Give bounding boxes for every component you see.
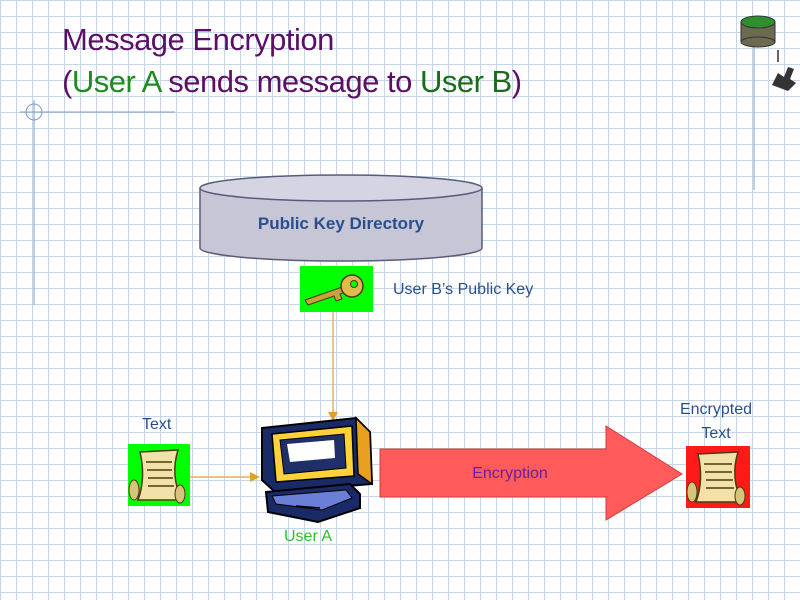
subtitle-close-paren: )	[511, 64, 522, 99]
public-key-icon	[300, 266, 373, 312]
corner-figure-icon	[772, 50, 796, 91]
encrypted-text-label-line1: Encrypted	[679, 401, 753, 418]
margin-crosshair-icon	[20, 100, 175, 305]
public-key-label: User B’s Public Key	[393, 281, 534, 298]
key-to-computer-arrow	[328, 312, 338, 421]
computer-icon	[261, 416, 374, 524]
directory-label: Public Key Directory	[257, 214, 425, 233]
encrypted-text-document-icon	[686, 446, 750, 508]
text-label: Text	[142, 416, 172, 433]
subtitle-open-paren: (	[62, 64, 72, 99]
subtitle-user-a: User A	[71, 64, 161, 99]
text-to-computer-arrow	[190, 472, 260, 482]
encryption-label: Encryption	[472, 465, 548, 482]
subtitle-middle: sends message to	[160, 64, 420, 99]
text-document-icon	[128, 444, 190, 506]
encrypted-text-label-line2: Text	[701, 425, 731, 442]
subtitle-user-b: User B	[419, 64, 512, 99]
public-key-directory-cylinder	[199, 174, 483, 262]
user-a-label: User A	[284, 528, 333, 545]
encryption-arrow	[379, 425, 683, 521]
corner-globe-icon	[740, 15, 776, 48]
slide-title: Message Encryption	[62, 22, 334, 57]
slide-subtitle: (User A sends message to User B)	[62, 64, 522, 100]
